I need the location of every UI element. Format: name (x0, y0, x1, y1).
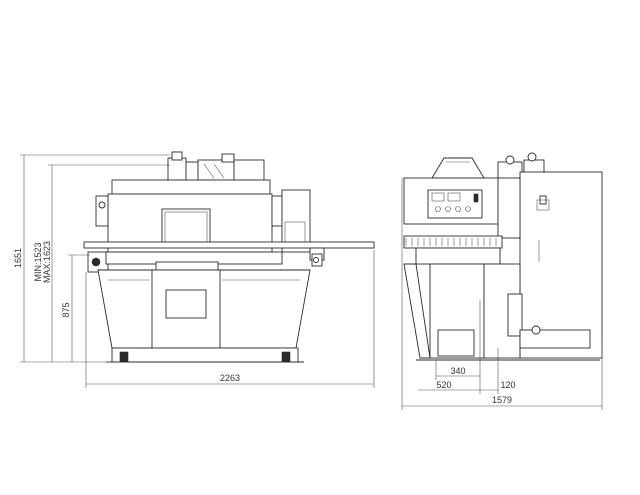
dim-max-1623: MAX:1623 (42, 241, 52, 283)
dim-1651: 1651 (13, 248, 23, 268)
front-view-machine (83, 151, 375, 363)
dim-2263: 2263 (220, 373, 240, 383)
dim-min-1523: MIN:1523 (33, 242, 43, 281)
side-view-dimensions: 340 520 120 1579 (401, 178, 603, 410)
dim-520: 520 (436, 380, 451, 390)
feed-chain (405, 238, 497, 246)
dim-875: 875 (61, 302, 71, 317)
front-view-dimensions: 1651 MIN:1523 MAX:1623 875 2263 (13, 154, 375, 388)
dim-340: 340 (450, 366, 465, 376)
dim-120: 120 (500, 380, 515, 390)
side-view-machine (403, 152, 603, 361)
dim-1579: 1579 (492, 395, 512, 405)
